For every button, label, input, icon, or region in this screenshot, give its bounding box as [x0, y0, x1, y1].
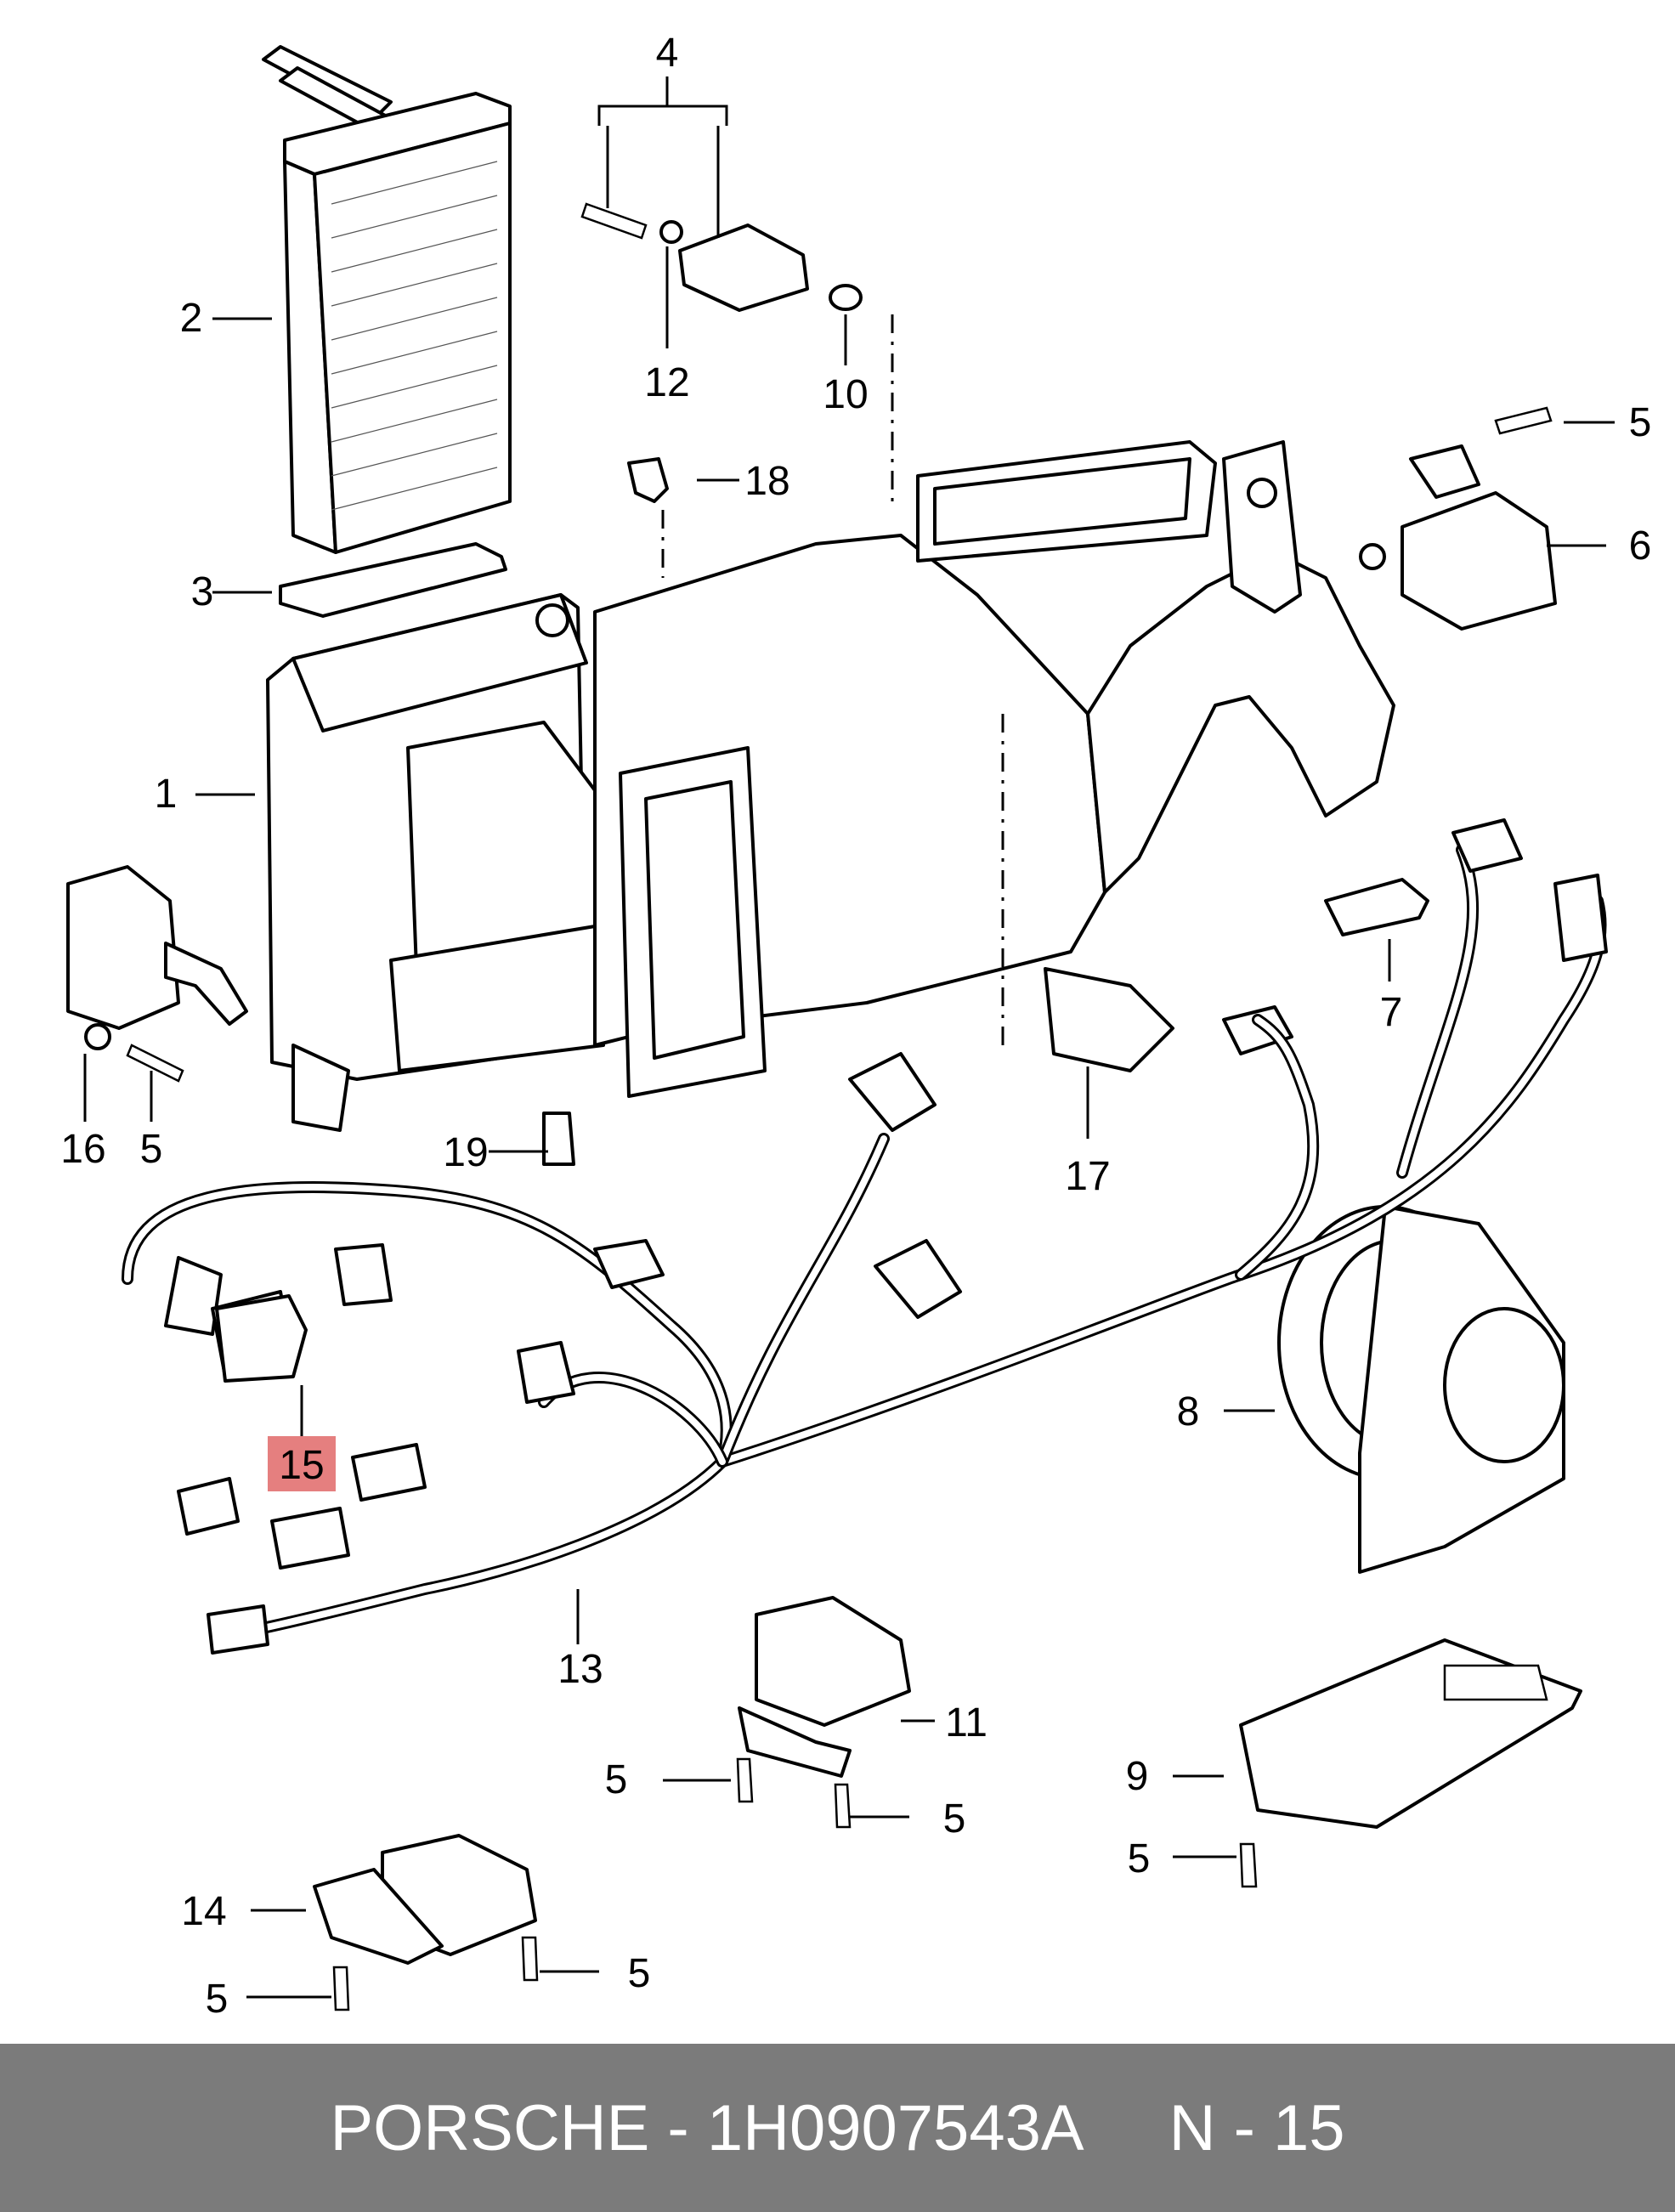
- tray-9-part: [1239, 1638, 1582, 1829]
- part-number-text: PORSCHE - 1H0907543A: [330, 2091, 1084, 2164]
- callout-8: 8: [1177, 1389, 1200, 1434]
- callout-18: 18: [744, 459, 789, 504]
- o-ring-10: [829, 284, 863, 311]
- footer-text-row: PORSCHE - 1H0907543A N - 15: [0, 2044, 1675, 2212]
- callout-10: 10: [823, 372, 868, 417]
- actuator-11-part: [738, 1596, 911, 1778]
- callout-5-bottom-left: 5: [206, 1977, 229, 2022]
- callout-5-top-right: 5: [1629, 400, 1652, 445]
- callout-15-highlight: [268, 1436, 336, 1491]
- leader-lines: [83, 76, 1615, 1999]
- screw-5-bottom-b: [332, 1966, 350, 2011]
- sensor-15-part: [215, 1294, 308, 1383]
- gasket-part: [279, 542, 507, 618]
- callout-5-left: 5: [140, 1127, 163, 1172]
- sensor-4-part: [580, 202, 809, 312]
- callout-7: 7: [1380, 990, 1403, 1035]
- callout-1: 1: [155, 772, 178, 817]
- footer-bar: PORSCHE - 1H0907543A N - 15: [0, 2044, 1675, 2212]
- blower-motor-8-part: [1277, 1205, 1565, 1574]
- heater-core-part: [262, 45, 512, 554]
- screw-5-mid-b: [834, 1783, 852, 1829]
- callout-2: 2: [180, 296, 203, 341]
- callout-17: 17: [1065, 1154, 1110, 1199]
- callout-16: 16: [60, 1127, 105, 1172]
- callout-12: 12: [644, 360, 689, 405]
- actuator-16-part: [66, 865, 248, 1050]
- callout-4: 4: [656, 31, 679, 76]
- screw-5-left: [126, 1044, 184, 1083]
- housing-part: [266, 440, 1395, 1132]
- actuator-14-part: [313, 1834, 537, 1965]
- callout-11: 11: [945, 1700, 987, 1745]
- parts-diagram: 1 2 3 4 5 5 5 5 5 5 5 6 7 8 9 10 11 12 1…: [60, 31, 1651, 2022]
- screw-5-bottom-a: [521, 1936, 539, 1982]
- callout-6: 6: [1629, 523, 1652, 569]
- callout-labels: 1 2 3 4 5 5 5 5 5 5 5 6 7 8 9 10 11 12 1…: [60, 31, 1651, 2022]
- callout-9: 9: [1126, 1754, 1149, 1799]
- page-reference-text: N - 15: [1169, 2091, 1345, 2164]
- callout-14: 14: [181, 1889, 226, 1934]
- actuator-6-part: [1359, 444, 1557, 631]
- callout-3: 3: [191, 569, 214, 614]
- callout-19: 19: [443, 1130, 488, 1175]
- clip-18: [627, 457, 669, 503]
- screw-5-top-right: [1494, 406, 1553, 435]
- callout-15: 15: [279, 1443, 324, 1488]
- sensor-7-part: [1324, 878, 1429, 936]
- callout-5-bottom-right: 5: [628, 1951, 651, 1996]
- callout-13: 13: [557, 1647, 603, 1692]
- screw-5-mid-a: [736, 1757, 754, 1803]
- plug-19: [542, 1112, 575, 1166]
- callout-5-mid-a: 5: [605, 1757, 628, 1802]
- screw-5-tray: [1239, 1842, 1258, 1888]
- callout-5-mid-b: 5: [943, 1796, 966, 1841]
- callout-5-tray: 5: [1128, 1836, 1151, 1881]
